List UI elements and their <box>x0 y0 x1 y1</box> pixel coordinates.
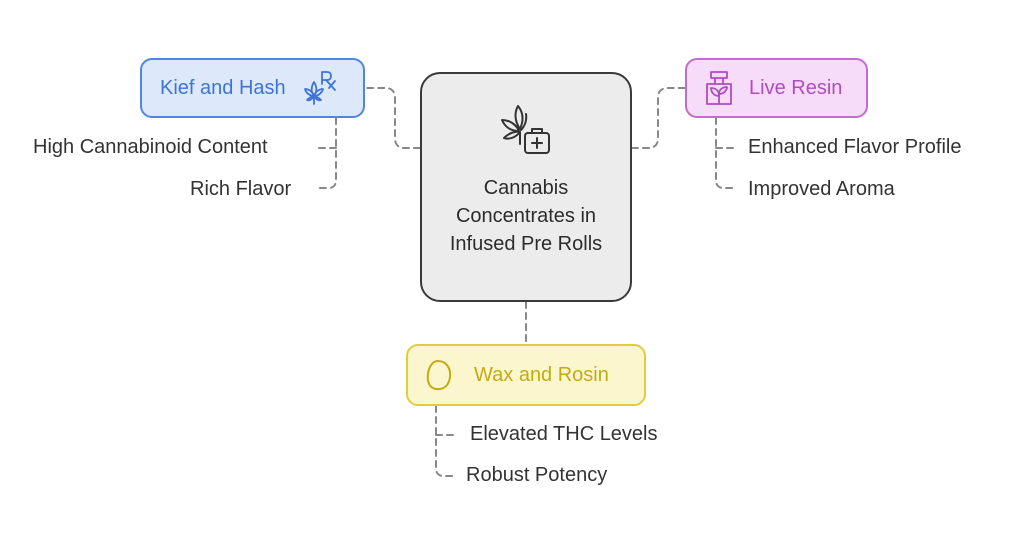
plant-flask-icon <box>706 71 732 105</box>
live-resin-title: Live Resin <box>749 76 843 99</box>
connector-center-resin <box>631 87 686 149</box>
connector-resin-items <box>715 117 737 189</box>
center-node[interactable]: Cannabis Concentrates in Infused Pre Rol… <box>420 72 632 302</box>
cannabis-rx-icon <box>303 71 336 105</box>
kief-and-hash-title: Kief and Hash <box>160 76 286 99</box>
resin-item-2: Improved Aroma <box>748 178 895 200</box>
kief-item-2: Rich Flavor <box>190 178 292 200</box>
kief-item-1: High Cannabinoid Content <box>33 136 268 158</box>
wax-and-rosin-node[interactable]: Wax and Rosin <box>406 344 646 406</box>
connector-wax-items <box>435 405 457 477</box>
connector-kief-items <box>315 117 337 189</box>
cannabis-medical-kit-icon <box>501 105 550 154</box>
wax-item-1: Elevated THC Levels <box>470 423 658 445</box>
center-title: Cannabis Concentrates in Infused Pre Rol… <box>449 177 603 255</box>
kief-and-hash-node[interactable]: Kief and Hash <box>140 58 365 118</box>
connector-center-kief <box>366 87 421 149</box>
wax-item-2: Robust Potency <box>466 464 608 486</box>
live-resin-node[interactable]: Live Resin <box>685 58 868 118</box>
wax-and-rosin-title: Wax and Rosin <box>474 363 609 386</box>
resin-item-1: Enhanced Flavor Profile <box>748 136 962 158</box>
wax-drop-icon <box>426 360 452 391</box>
